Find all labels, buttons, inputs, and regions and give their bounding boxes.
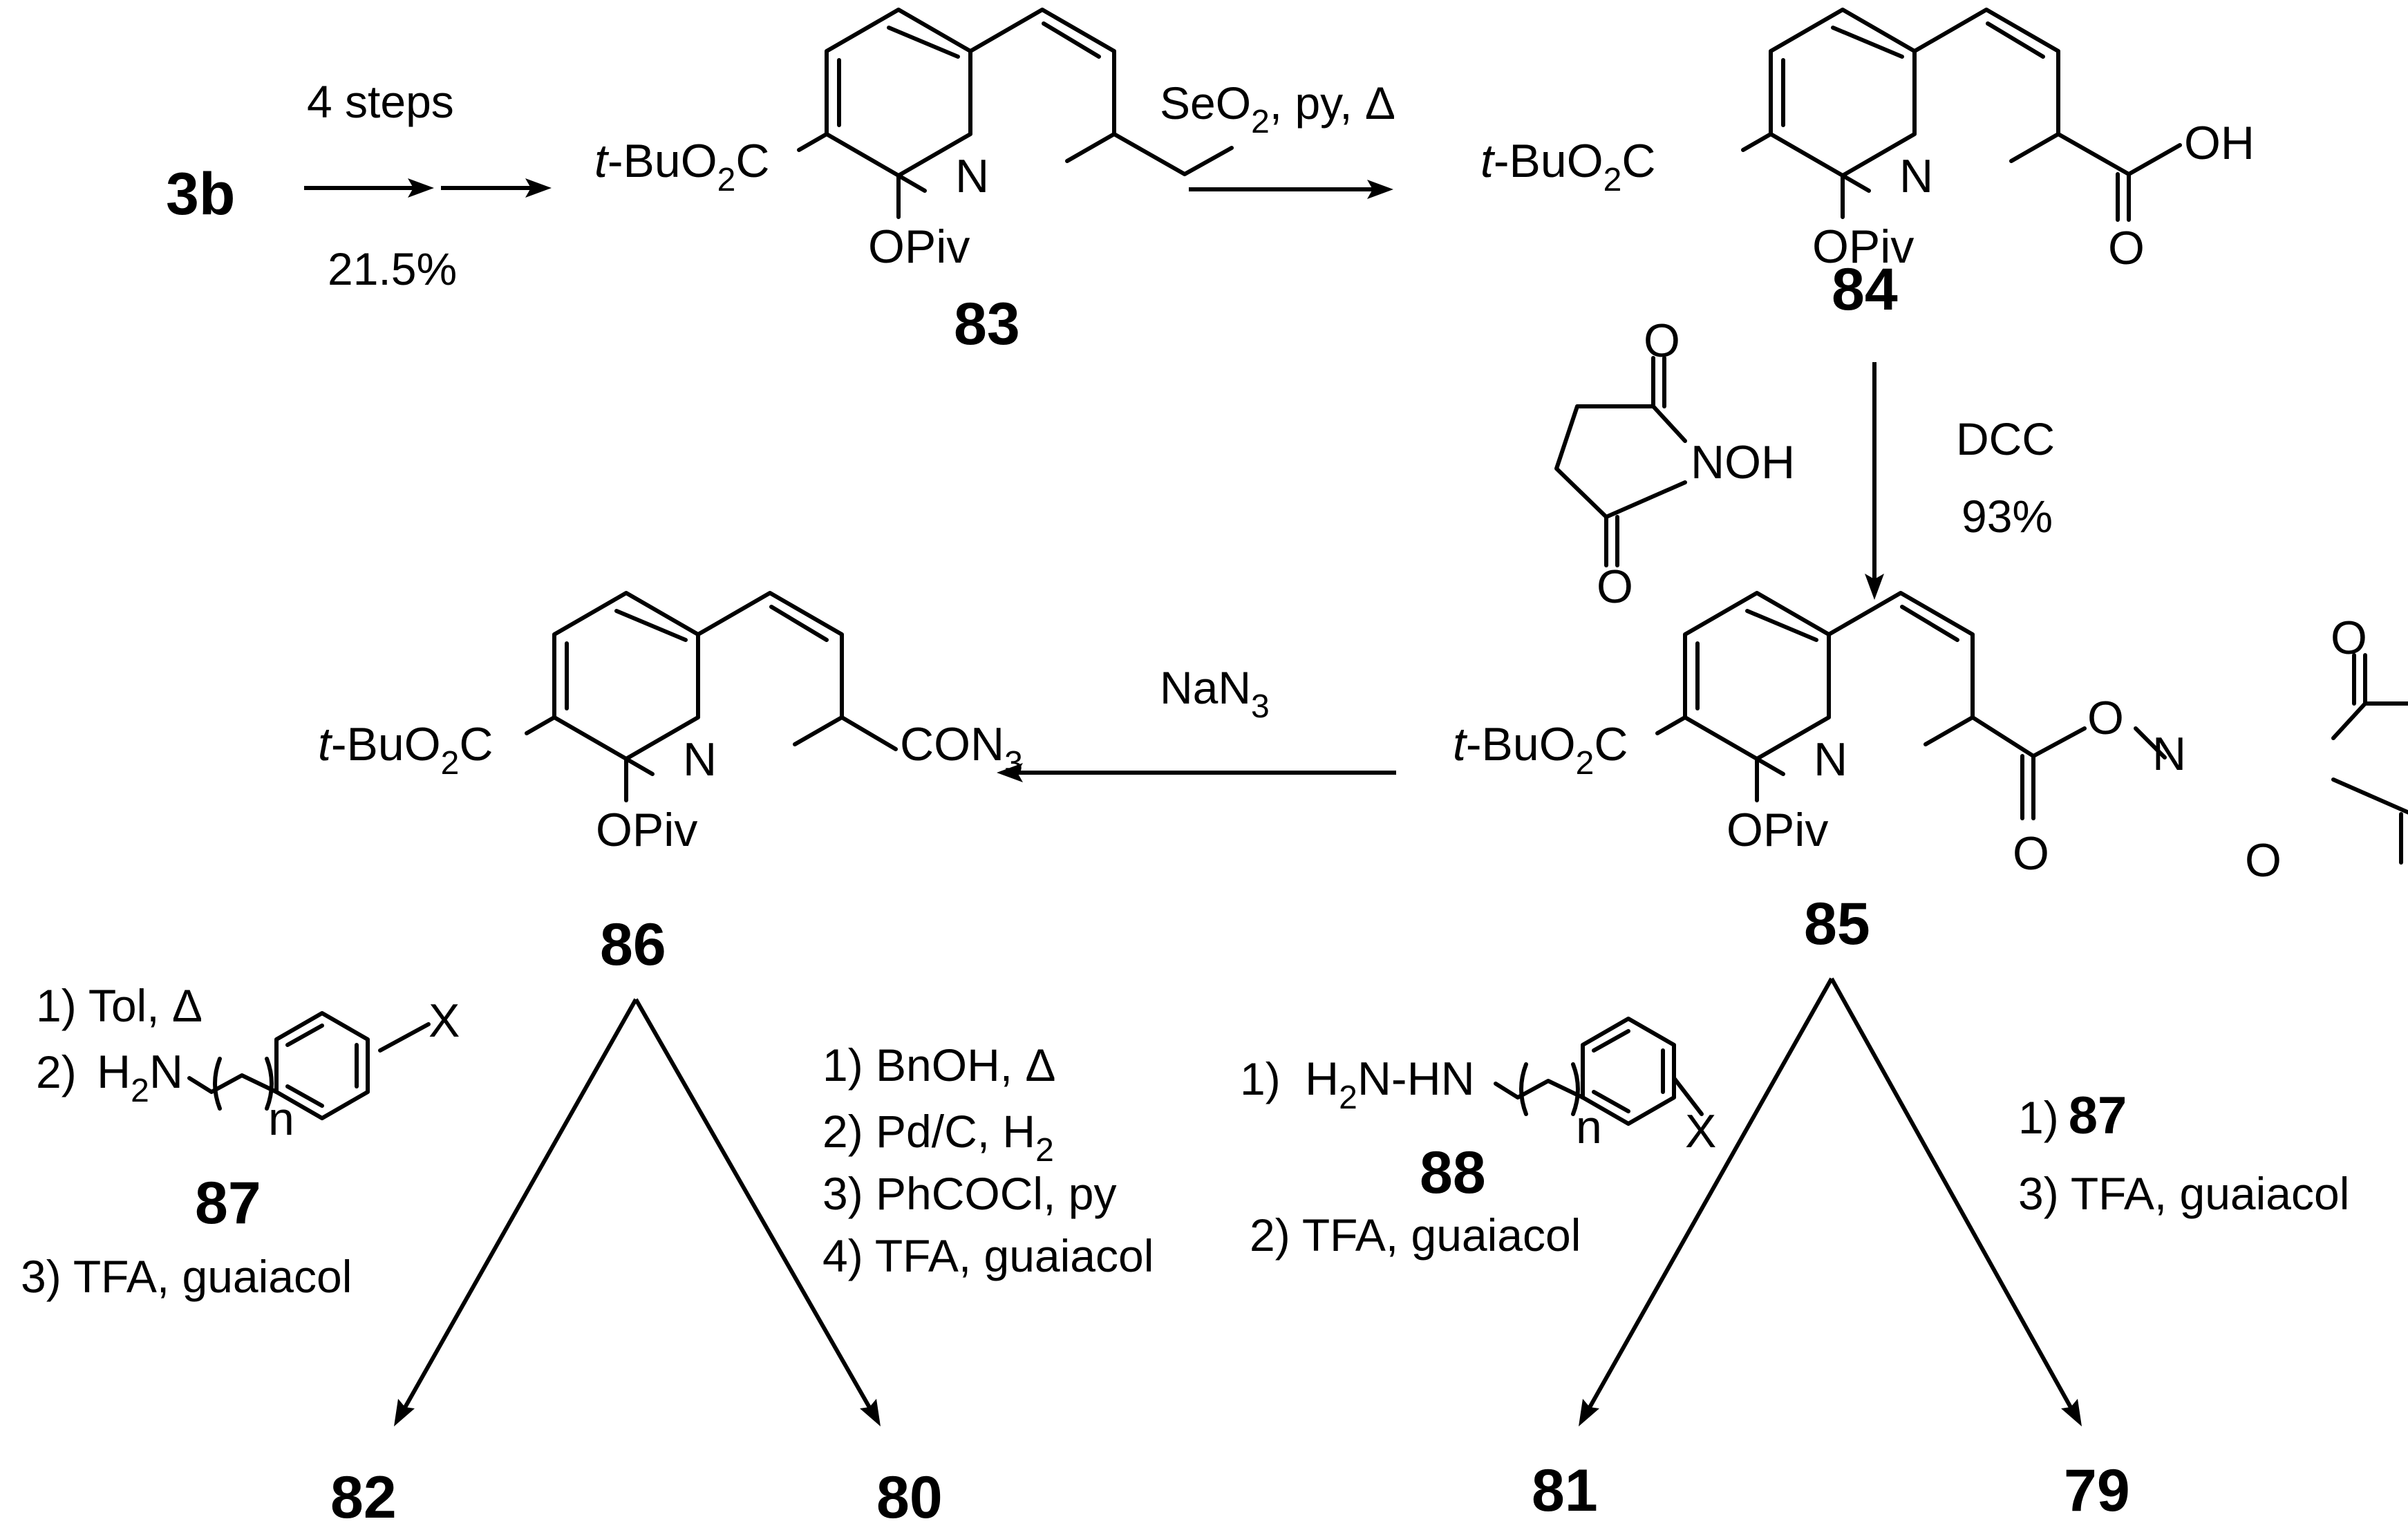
svg-text:O: O [2013, 827, 2049, 880]
left-condition-2: 2) [36, 1046, 77, 1097]
svg-text:n: n [1576, 1101, 1602, 1153]
mid-condition-4: 4) TFA, guaiacol [822, 1230, 1154, 1281]
arrow-85-to-81 [1579, 977, 1834, 1426]
left-condition-1: 1) Tol, Δ [36, 980, 203, 1031]
mid-condition-1: 1) BnOH, Δ [822, 1039, 1056, 1091]
far-condition-1: 1)87 [2018, 1086, 2127, 1145]
mid-condition-2: 2) Pd/C, H2 [822, 1106, 1054, 1169]
right88-condition-2: 2) TFA, guaiacol [1250, 1209, 1581, 1261]
left-condition-3: 3) TFA, guaiacol [21, 1251, 352, 1302]
compound-3b-label: 3b [166, 161, 235, 227]
step3-arrow [1865, 362, 1884, 600]
svg-text:O: O [2087, 692, 2124, 744]
compound-85-label: 85 [1804, 891, 1870, 957]
n-hydroxysuccinimide-structure: NOH O O [1556, 314, 1795, 613]
svg-text:OPiv: OPiv [868, 220, 970, 273]
compound-86-label: 86 [600, 912, 666, 978]
svg-text:H2N: H2N [97, 1046, 183, 1109]
svg-text:X: X [1685, 1105, 1716, 1158]
step4-condition: NaN3 [1160, 662, 1270, 725]
svg-text:O: O [1644, 314, 1680, 367]
svg-text:OPiv: OPiv [596, 804, 697, 856]
svg-text:O: O [1597, 560, 1633, 613]
arrow-85-to-79 [1829, 977, 2082, 1426]
compound-86-structure: N t-BuO2C OPiv CON3 [318, 593, 1023, 856]
compound-79-label: 79 [2064, 1458, 2130, 1524]
arrow-86-to-82 [394, 998, 638, 1426]
step3-reagent: DCC [1956, 413, 2055, 464]
right88-condition-1: 1) [1240, 1053, 1281, 1104]
svg-text:N: N [1899, 150, 1933, 202]
compound-87-label: 87 [195, 1170, 261, 1236]
compound-84-structure: N t-BuO2C OPiv OH O [1480, 10, 2255, 274]
amine-87-structure: H2N n X [97, 994, 460, 1145]
svg-text:H2N-HN: H2N-HN [1305, 1053, 1475, 1116]
compound-80-label: 80 [876, 1464, 943, 1531]
step4-arrow [997, 763, 1396, 782]
far-condition-3: 3) TFA, guaiacol [2018, 1168, 2349, 1219]
compound-83-label: 83 [954, 291, 1020, 357]
svg-text:N: N [955, 150, 989, 202]
step2-condition: SeO2, py, Δ [1160, 77, 1395, 140]
arrow-86-to-80 [634, 998, 881, 1426]
step1-condition-yield: 21.5% [328, 243, 457, 294]
svg-text:O: O [2108, 222, 2145, 274]
hydrazine-88-structure: H2N-HN n X [1305, 1017, 1716, 1158]
svg-text:N: N [1814, 733, 1847, 786]
svg-text:t-BuO2C: t-BuO2C [1480, 135, 1655, 198]
mid-condition-3: 3) PhCOCl, py [822, 1168, 1116, 1219]
svg-text:t-BuO2C: t-BuO2C [594, 135, 769, 198]
svg-text:t-BuO2C: t-BuO2C [318, 718, 493, 782]
svg-text:N: N [2152, 728, 2186, 780]
step2-arrow [1189, 180, 1393, 199]
svg-text:OPiv: OPiv [1727, 804, 1828, 856]
compound-82-label: 82 [330, 1464, 397, 1531]
svg-text:X: X [429, 994, 460, 1047]
svg-text:O: O [2245, 834, 2282, 887]
compound-84-label: 84 [1832, 256, 1898, 323]
step1-condition-top: 4 steps [307, 76, 454, 127]
compound-83-structure: N t-BuO2C OPiv [594, 10, 1234, 273]
svg-text:O: O [2331, 612, 2367, 664]
step1-multistep-arrow [304, 178, 552, 198]
svg-text:N: N [683, 733, 717, 786]
step3-yield: 93% [1962, 491, 2053, 542]
svg-text:OH: OH [2184, 117, 2255, 169]
compound-81-label: 81 [1532, 1458, 1598, 1524]
svg-text:NOH: NOH [1691, 436, 1795, 489]
svg-text:OPiv: OPiv [1812, 220, 1914, 273]
compound-88-label: 88 [1420, 1140, 1486, 1206]
svg-text:t-BuO2C: t-BuO2C [1453, 718, 1628, 782]
svg-text:CON3: CON3 [900, 718, 1023, 782]
compound-85-structure: N t-BuO2C OPiv O N O O O [1453, 593, 2408, 887]
